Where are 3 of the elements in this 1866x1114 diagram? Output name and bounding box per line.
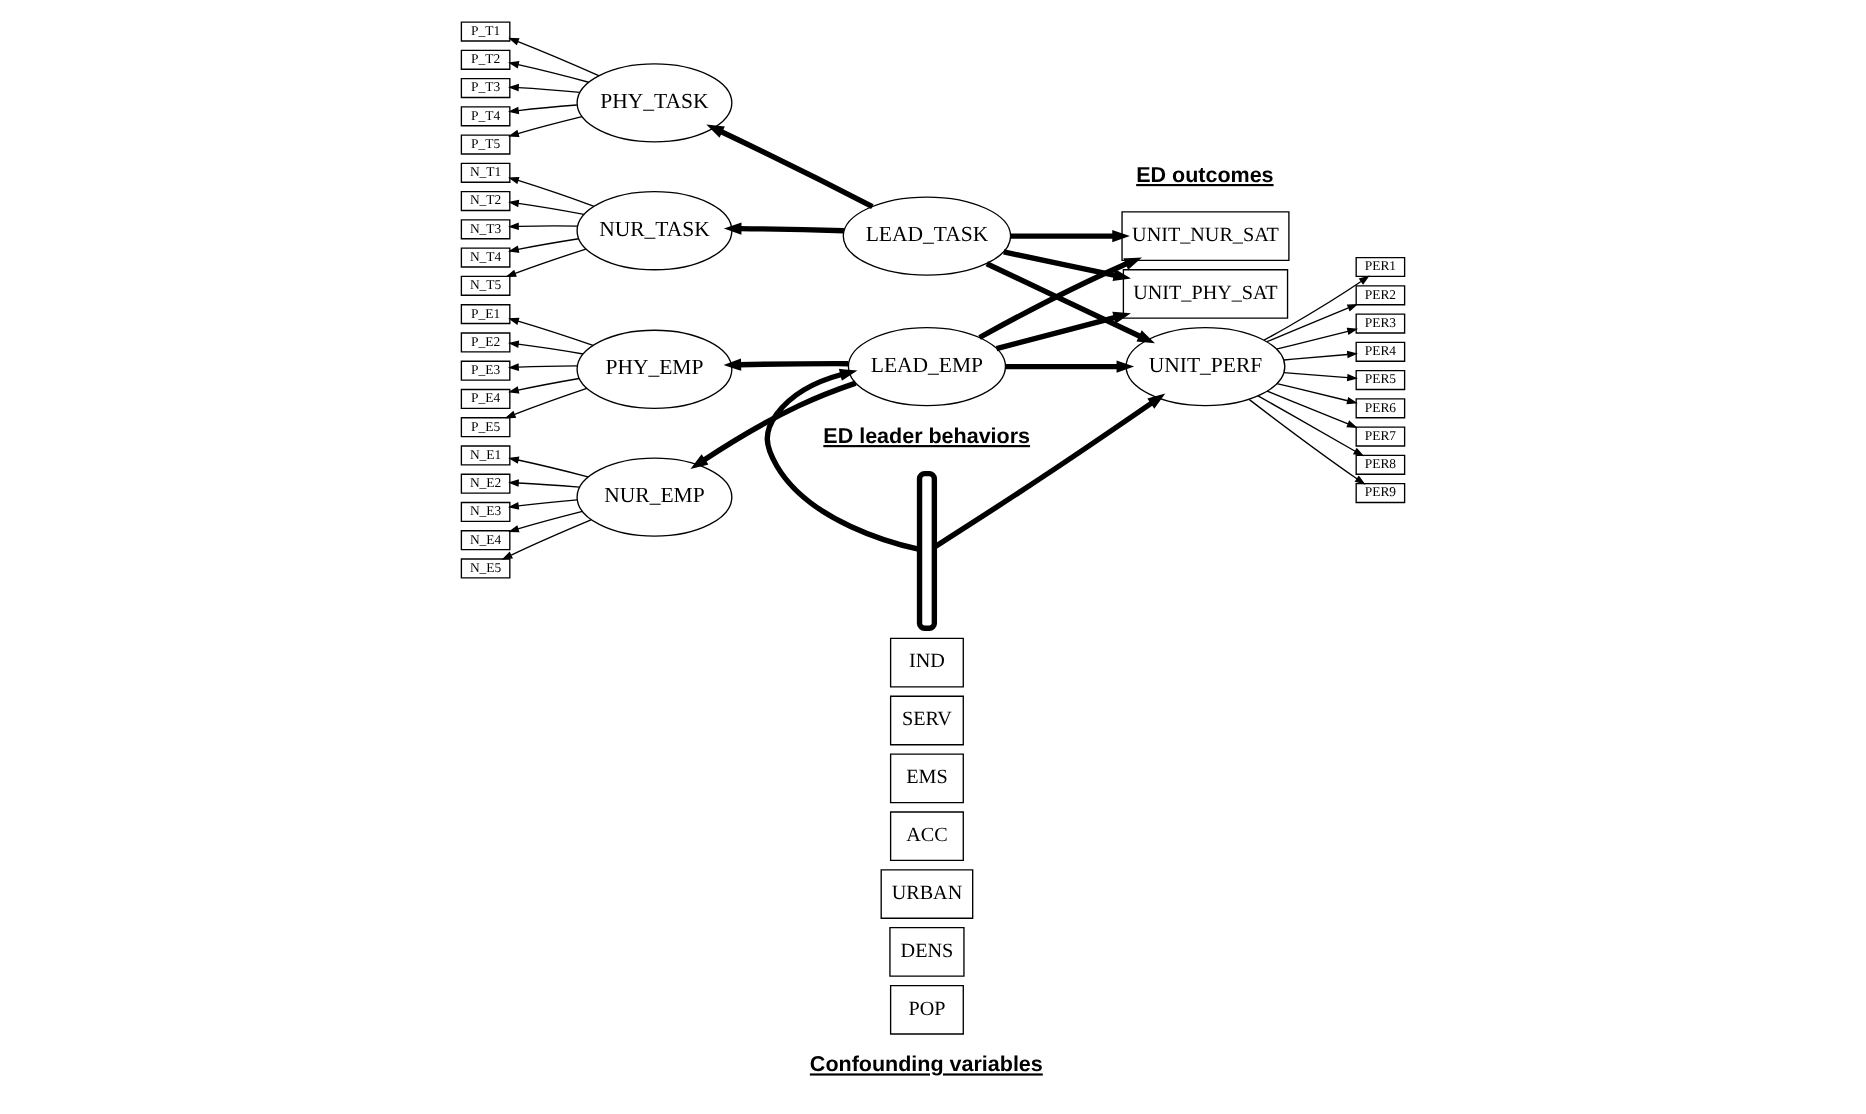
- label: ED outcomes: [1136, 163, 1274, 188]
- label: ED leader behaviors: [823, 425, 1031, 450]
- label: Confounding variables: [809, 1053, 1043, 1078]
